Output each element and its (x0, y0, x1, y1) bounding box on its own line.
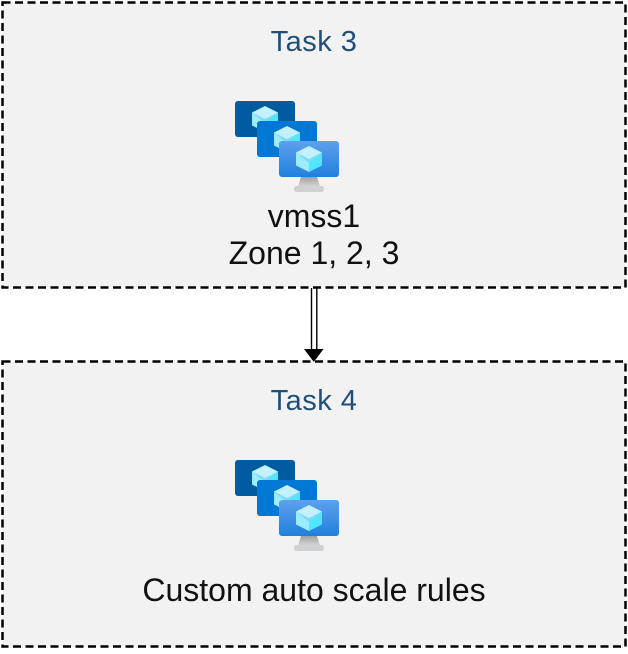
task-4-box: Task 4 Custom auto scale rules (1, 360, 627, 648)
task-4-title: Task 4 (270, 385, 358, 417)
down-arrow-connector (304, 288, 324, 362)
task-4-label-line1: Custom auto scale rules (142, 572, 486, 608)
vm-scale-sets-icon (235, 460, 339, 552)
vm-scale-sets-icon (235, 101, 339, 193)
task-3-box: Task 3 vmss1 Zone 1, 2, 3 (1, 1, 627, 289)
task-3-labels: vmss1 Zone 1, 2, 3 (1, 198, 627, 272)
task-4-labels: Custom auto scale rules (1, 572, 627, 609)
task-3-label-line1: vmss1 (267, 198, 361, 234)
task-3-title: Task 3 (270, 26, 358, 58)
task-3-label-line2: Zone 1, 2, 3 (228, 235, 400, 271)
